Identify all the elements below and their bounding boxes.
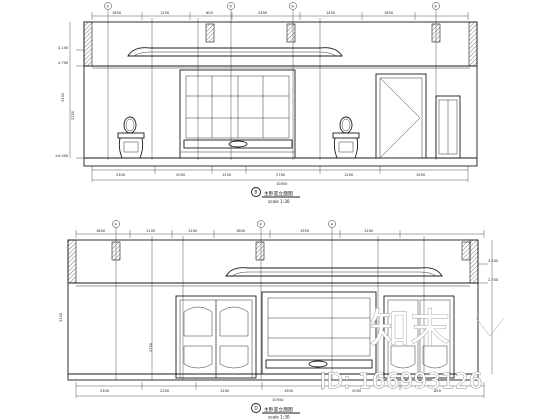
elevation-b-scale: scale 1:30 [268,199,290,204]
dim-bottom-d-3: 1200 [220,389,230,393]
dim-top-d-5: 1950 [300,229,310,233]
center-panel-d [261,291,377,375]
watermark-logo: 知末 [370,306,450,352]
bottom-dimension-chain-d: 2300 2200 1200 1900 2050 850 10550 [75,382,485,402]
dim-top-d-4: 1600 [236,229,246,233]
bottom-dimension-chain-b: 2300 2050 1250 2700 1200 1050 10550 [91,166,469,186]
elevation-d-scale: scale 1:30 [268,415,290,420]
dim-top-b-1: 1600 [112,11,122,15]
elevation-b-title: 主卧室立面图 [264,190,293,197]
dim-bottom-b-4: 2700 [276,173,286,177]
side-dim-d-1: 3100 [59,312,63,322]
dim-top-b-3: 600 [206,11,214,15]
grid-markers-b: ① ② ③ ④ [104,2,440,160]
dim-top-d-6: 1200 [364,229,374,233]
dim-bottom-d-5: 2050 [352,389,362,393]
dim-bottom-d-1: 2300 [100,389,110,393]
grid-d-3: ③ [330,223,333,227]
level-d-2: 2.700 [488,278,499,282]
door-b [375,73,427,159]
watermark: 知末 ID: 166993126 [320,306,505,393]
dim-top-d-3: 1200 [188,229,198,233]
right-door-d [383,295,455,379]
dim-bottom-b-2: 2050 [176,173,186,177]
total-dim-d: 10550 [272,398,284,402]
grid-d-2: ② [259,223,262,227]
total-dim-b: 10550 [276,182,288,186]
dim-bottom-d-6: 850 [434,389,442,393]
level-b-3: ±0.000 [55,154,69,158]
level-d-1: 3.100 [488,259,499,263]
elevation-d: 1600 1100 1200 1600 1950 1200 ① ② ③ [59,220,499,420]
elevation-b: 1600 1250 600 2300 1450 1600 ① ② ③ ④ [55,2,478,204]
dim-bottom-b-1: 2300 [116,173,126,177]
wall-frame-b [83,21,478,167]
watermark-mark-icon [475,317,505,337]
elevation-d-bubble: D [254,406,258,412]
side-levels-d: 3.100 2.700 3100 2700 [59,240,499,374]
dim-top-d-2: 1100 [146,229,156,233]
top-dimension-chain-d: 1600 1100 1200 1600 1950 1200 [75,229,485,238]
dim-top-b-4: 2300 [258,11,268,15]
right-console-b [332,116,360,159]
title-block-b: B 主卧室立面图 scale 1:30 [251,187,300,204]
elevation-d-title: 主卧室立面图 [264,406,293,413]
top-dimension-chain-b: 1600 1250 600 2300 1450 1600 [91,11,469,20]
side-dim-d-2: 2700 [149,342,153,352]
double-door-d [175,295,257,379]
grid-b-4: ④ [434,5,437,9]
level-b-1: 3.100 [58,46,69,50]
dim-bottom-b-3: 1250 [222,173,232,177]
dim-top-d-1: 1600 [96,229,106,233]
left-console-b [117,116,145,159]
grid-b-3: ③ [291,5,294,9]
level-b-2: 2.700 [58,61,69,65]
title-block-d: D 主卧室立面图 scale 1:30 [251,403,300,420]
grid-b-2: ② [229,5,232,9]
side-dim-b-2: 2700 [71,110,75,120]
tv-panel-wall-b [179,69,296,159]
dim-bottom-d-4: 1900 [284,389,294,393]
elevation-b-bubble: B [254,190,257,196]
side-levels-b: 3.100 2.700 ±0.000 3100 2700 [55,22,84,159]
dim-bottom-d-2: 2200 [160,389,170,393]
dim-bottom-b-6: 1050 [416,173,426,177]
side-dim-b-1: 3100 [61,92,65,102]
grid-b-1: ① [106,5,109,9]
wardrobe-b [435,95,461,159]
dim-top-b-5: 1450 [326,11,336,15]
dim-top-b-6: 1600 [384,11,394,15]
watermark-id: ID: 166993126 [320,369,483,393]
grid-d-1: ① [114,223,117,227]
dim-top-b-2: 1250 [160,11,170,15]
dim-bottom-b-5: 1200 [344,173,354,177]
